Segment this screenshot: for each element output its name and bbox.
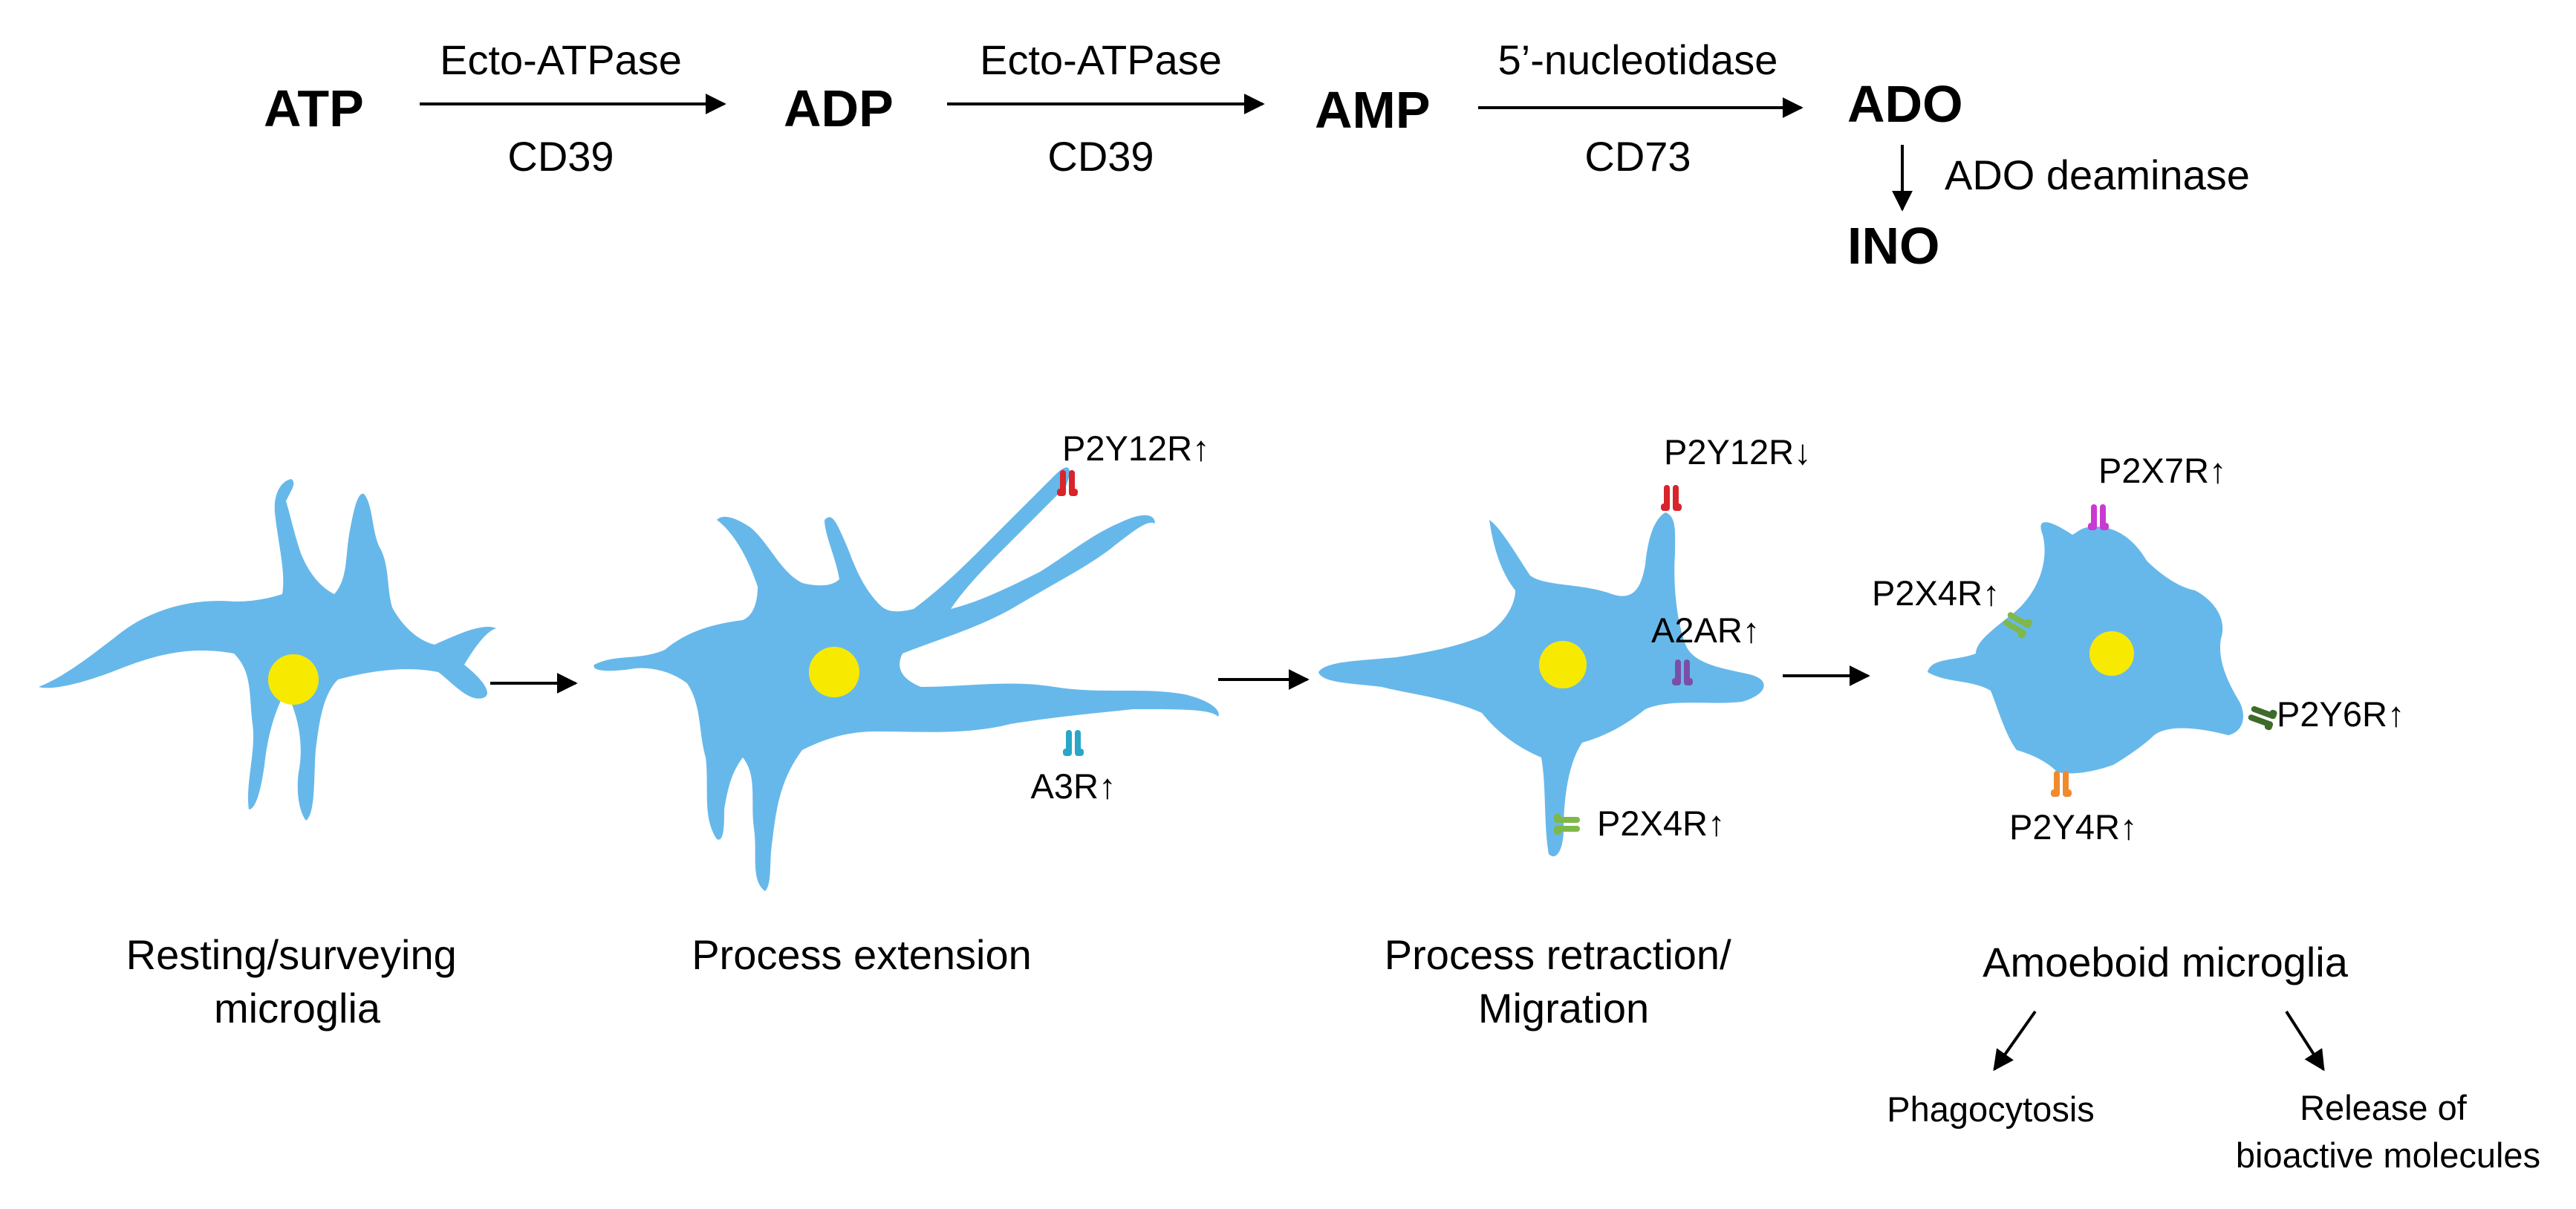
microglia-cell-icon	[1928, 522, 2243, 774]
outcome-phagocytosis: Phagocytosis	[1887, 1089, 2095, 1129]
label-a2ar-up: A2AR↑	[1651, 610, 1760, 650]
microglia-cell-icon	[39, 479, 496, 821]
enzyme-ado-deaminase: ADO deaminase	[1945, 151, 2250, 198]
enzyme-ecto-atpase-1: Ecto-ATPase	[440, 36, 682, 83]
nucleus-icon	[268, 654, 319, 705]
gene-cd73: CD73	[1584, 133, 1691, 180]
label-p2x4r-up-migration: P2X4R↑	[1597, 804, 1725, 843]
receptor-icon-p2x7r	[2088, 504, 2109, 530]
enzyme-5-nucleotidase: 5’-nucleotidase	[1498, 36, 1778, 83]
stage-label-process-extension: Process extension	[692, 931, 1032, 978]
stage-label-process-retraction: Process retraction/ Migration	[1385, 931, 1743, 1032]
metabolite-ino: INO	[1847, 217, 1939, 275]
nucleus-icon	[1539, 641, 1587, 688]
receptor-icon-p2y12r	[1661, 485, 1682, 511]
receptor-icon-a3r	[1063, 730, 1084, 756]
down-left-arrow-icon	[1993, 1010, 2037, 1072]
down-right-arrow-icon	[2285, 1010, 2325, 1072]
gene-cd39-1: CD39	[507, 133, 614, 180]
metabolite-adp: ADP	[784, 79, 894, 137]
metabolite-amp: AMP	[1315, 81, 1431, 139]
label-p2y6r-up: P2Y6R↑	[2277, 694, 2404, 734]
label-p2y12r-down: P2Y12R↓	[1664, 432, 1812, 472]
metabolite-ado: ADO	[1847, 75, 1963, 133]
label-p2y12r-up: P2Y12R↑	[1062, 428, 1210, 468]
enzyme-ecto-atpase-2: Ecto-ATPase	[980, 36, 1222, 83]
microglia-cell-icon	[593, 467, 1219, 891]
label-a3r-up: A3R↑	[1031, 766, 1116, 806]
microglia-cell-icon	[1318, 512, 1764, 857]
nucleus-icon	[2089, 631, 2134, 676]
receptor-icon-p2y4r	[2051, 771, 2072, 797]
metabolite-atp: ATP	[264, 79, 364, 137]
nucleus-icon	[809, 647, 859, 697]
label-p2x7r-up: P2X7R↑	[2098, 451, 2226, 490]
stage-label-resting: Resting/surveying microglia	[126, 931, 469, 1032]
stage-label-amoeboid: Amoeboid microglia	[1983, 939, 2349, 985]
label-p2y4r-up: P2Y4R↑	[2009, 807, 2137, 847]
pathway: ATP ADP AMP ADO INO Ecto-ATPase CD39 Ect…	[264, 36, 2250, 275]
gene-cd39-2: CD39	[1047, 133, 1154, 180]
label-p2x4r-up-amoeboid: P2X4R↑	[1872, 573, 2000, 613]
outcome-release-bioactive: Release of bioactive molecules	[2236, 1088, 2540, 1175]
receptor-icon-p2y6r	[2246, 703, 2278, 731]
